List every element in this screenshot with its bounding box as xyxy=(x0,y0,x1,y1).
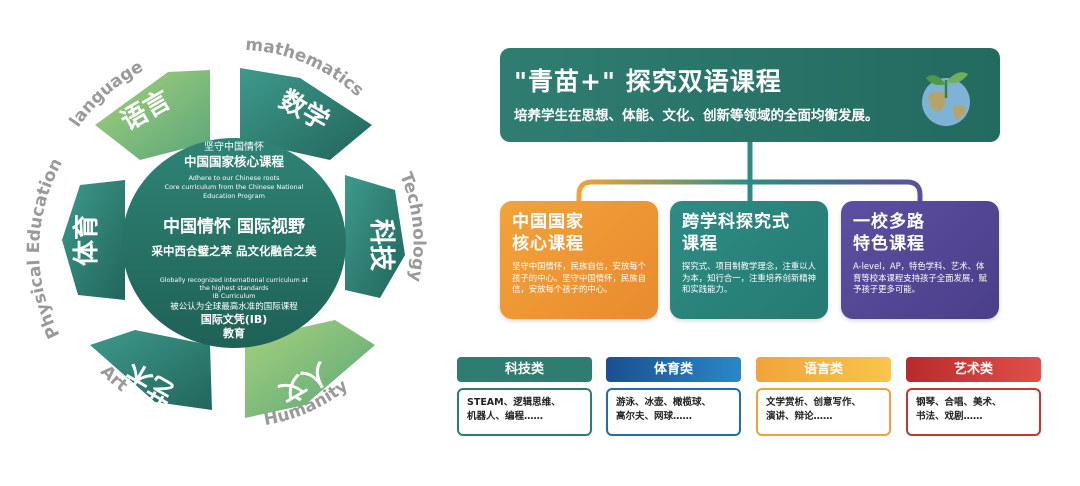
segment-art xyxy=(90,330,212,410)
center-mid-title: 中国情怀 国际视野 xyxy=(163,216,305,237)
category-items-art: 钢琴、合唱、美术、 书法、戏剧…… xyxy=(906,388,1041,436)
card-interdisciplinary: 跨学科探究式 课程 探究式、项目制教学理念，注重以人为本，知行合一，注重培养创新… xyxy=(670,201,828,319)
wheel-center xyxy=(122,138,346,348)
card-title: 一校多路 特色课程 xyxy=(853,212,925,254)
segment-language xyxy=(95,70,210,160)
banner-title: "青苗+" 探究双语课程 xyxy=(514,67,782,96)
center-bot-en-3: IB Curriculum xyxy=(213,293,256,300)
category-head-sports: 体育类 xyxy=(606,357,741,382)
category-head-tech: 科技类 xyxy=(457,357,592,382)
seg-text-pe: 体育 xyxy=(71,214,102,266)
category-head-art: 艺术类 xyxy=(906,357,1041,382)
card-chinese-core: 中国国家 核心课程 坚守中国情怀，民族自信，安放每个孩子的中心。坚守中国情怀，民… xyxy=(500,201,658,319)
center-top-title: 中国国家核心课程 xyxy=(184,154,285,169)
category-head-language: 语言类 xyxy=(756,357,891,382)
banner: "青苗+" 探究双语课程 培养学生在思想、体能、文化、创新等领域的全面均衡发展。 xyxy=(500,48,1000,142)
center-bot-en-2: the highest standards xyxy=(200,285,269,292)
segment-tech xyxy=(345,175,405,298)
category-items-sports: 游泳、冰壶、橄榄球、 高尔夫、网球…… xyxy=(606,388,741,436)
card-multi-path: 一校多路 特色课程 A-level，AP，特色学科、艺术、体育等校本课程支持孩子… xyxy=(841,201,999,319)
center-bot-en-1: Globally recognized international curric… xyxy=(160,277,309,284)
banner-subtitle: 培养学生在思想、体能、文化、创新等领域的全面均衡发展。 xyxy=(514,108,879,124)
center-top-small: 坚守中国情怀 xyxy=(204,140,264,153)
card-title: 中国国家 核心课程 xyxy=(512,212,584,254)
category-items-tech: STEAM、逻辑思维、 机器人、编程…… xyxy=(457,388,592,436)
seg-text-tech: 科技 xyxy=(366,219,396,271)
segment-humanity xyxy=(245,320,375,418)
center-bot-cn-1: 被公认为全球最高水准的国际课程 xyxy=(170,301,298,312)
wheel-segments xyxy=(62,68,405,418)
center-top-en-2: Core curriculum from the Chinese Nationa… xyxy=(165,183,304,191)
center-bot-cn-3: 教育 xyxy=(222,326,245,340)
card-body: 坚守中国情怀，民族自信，安放每个孩子的中心。坚守中国情怀，民族自信，安放每个孩子… xyxy=(512,261,646,294)
category-items-language: 文学赏析、创意写作、 演讲、辩论…… xyxy=(756,388,891,436)
center-bot-cn-2: 国际文凭(IB) xyxy=(201,312,268,326)
center-mid-sub: 采中西合璧之萃 品文化融合之美 xyxy=(150,244,317,258)
card-body: 探究式、项目制教学理念，注重以人为本，知行合一，注重培养创新精神和实践能力。 xyxy=(682,261,816,294)
curriculum-wheel: language mathematics Technology Physical… xyxy=(24,35,429,430)
card-title: 跨学科探究式 课程 xyxy=(682,212,790,254)
globe-seedling-icon xyxy=(922,72,970,126)
card-body: A-level，AP，特色学科、艺术、体育等校本课程支持孩子全面发展，赋予孩子更… xyxy=(853,261,987,294)
center-top-en-3: Education Program xyxy=(203,192,265,200)
segment-pe xyxy=(62,180,125,300)
segment-math xyxy=(240,68,372,160)
center-top-en-1: Adhere to our Chinese roots xyxy=(188,174,280,182)
